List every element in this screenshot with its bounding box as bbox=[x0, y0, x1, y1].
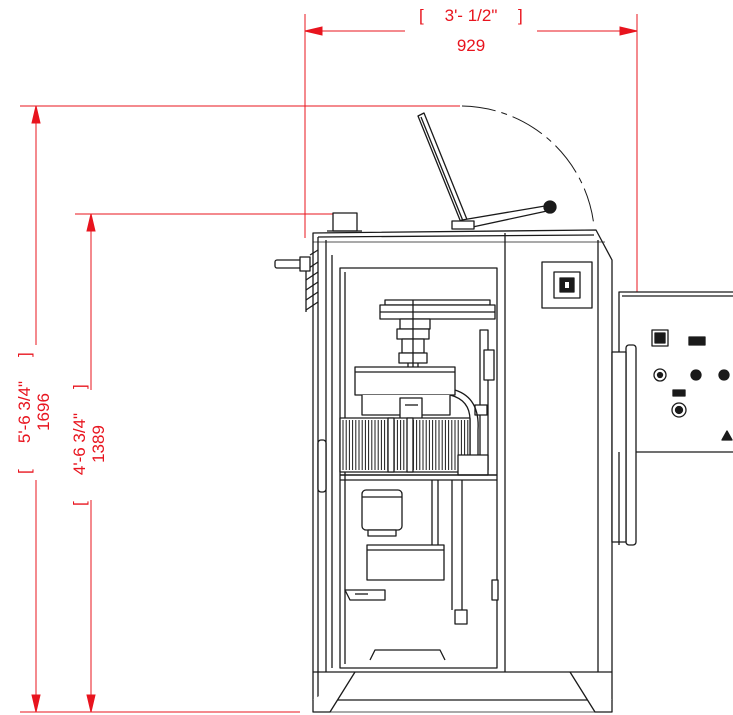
body-height-bracket-right: ] bbox=[70, 384, 89, 389]
coil-band bbox=[339, 417, 489, 476]
open-lid bbox=[417, 112, 469, 226]
height-dimension-label: [ 5'-6 3/4" ] 1696 bbox=[15, 352, 53, 474]
body-height-dimension-label: [ 4'-6 3/4" ] 1389 bbox=[70, 384, 108, 506]
left-door-handle bbox=[317, 439, 327, 493]
warning-triangle-icon bbox=[721, 430, 733, 441]
width-arrow-right bbox=[619, 26, 638, 36]
height-bracket-right: ] bbox=[15, 352, 34, 357]
width-dimension-label: [ 3'- 1/2" ] 929 bbox=[419, 6, 523, 55]
machine bbox=[274, 105, 733, 713]
width-imperial-text: 3'- 1/2" bbox=[445, 6, 498, 25]
body-height-bracket-left: [ bbox=[70, 501, 89, 506]
height-imperial-text: 5'-6 3/4" bbox=[15, 381, 34, 443]
width-bracket-left: [ bbox=[419, 6, 424, 25]
height-bracket-left: [ bbox=[15, 469, 34, 474]
control-box bbox=[611, 291, 733, 546]
width-arrow-left bbox=[304, 26, 323, 36]
height-metric-text: 1696 bbox=[34, 393, 53, 431]
motor bbox=[361, 480, 445, 581]
body-height-imperial-text: 4'-6 3/4" bbox=[70, 413, 89, 475]
body-height-arrow-top bbox=[86, 213, 96, 232]
selector-switch-icon bbox=[541, 261, 593, 309]
width-metric-text: 929 bbox=[457, 36, 485, 55]
body-height-arrow-bottom bbox=[86, 694, 96, 713]
width-bracket-right: ] bbox=[518, 6, 523, 25]
drain-pipe bbox=[451, 480, 499, 625]
bottom-bracket bbox=[344, 589, 386, 601]
top-vent-block bbox=[332, 212, 358, 232]
mixing-bowl bbox=[354, 366, 456, 421]
base bbox=[312, 649, 613, 713]
spindle-assembly bbox=[379, 299, 496, 440]
body-height-metric-text: 1389 bbox=[89, 425, 108, 463]
dimension-lines bbox=[20, 14, 638, 713]
lid-handle bbox=[451, 200, 557, 230]
lid-swing-arc bbox=[461, 105, 595, 227]
height-arrow-bottom bbox=[31, 694, 41, 713]
height-arrow-top bbox=[31, 105, 41, 124]
pilot-lamp-icon bbox=[688, 336, 706, 346]
left-hinges bbox=[274, 249, 319, 312]
